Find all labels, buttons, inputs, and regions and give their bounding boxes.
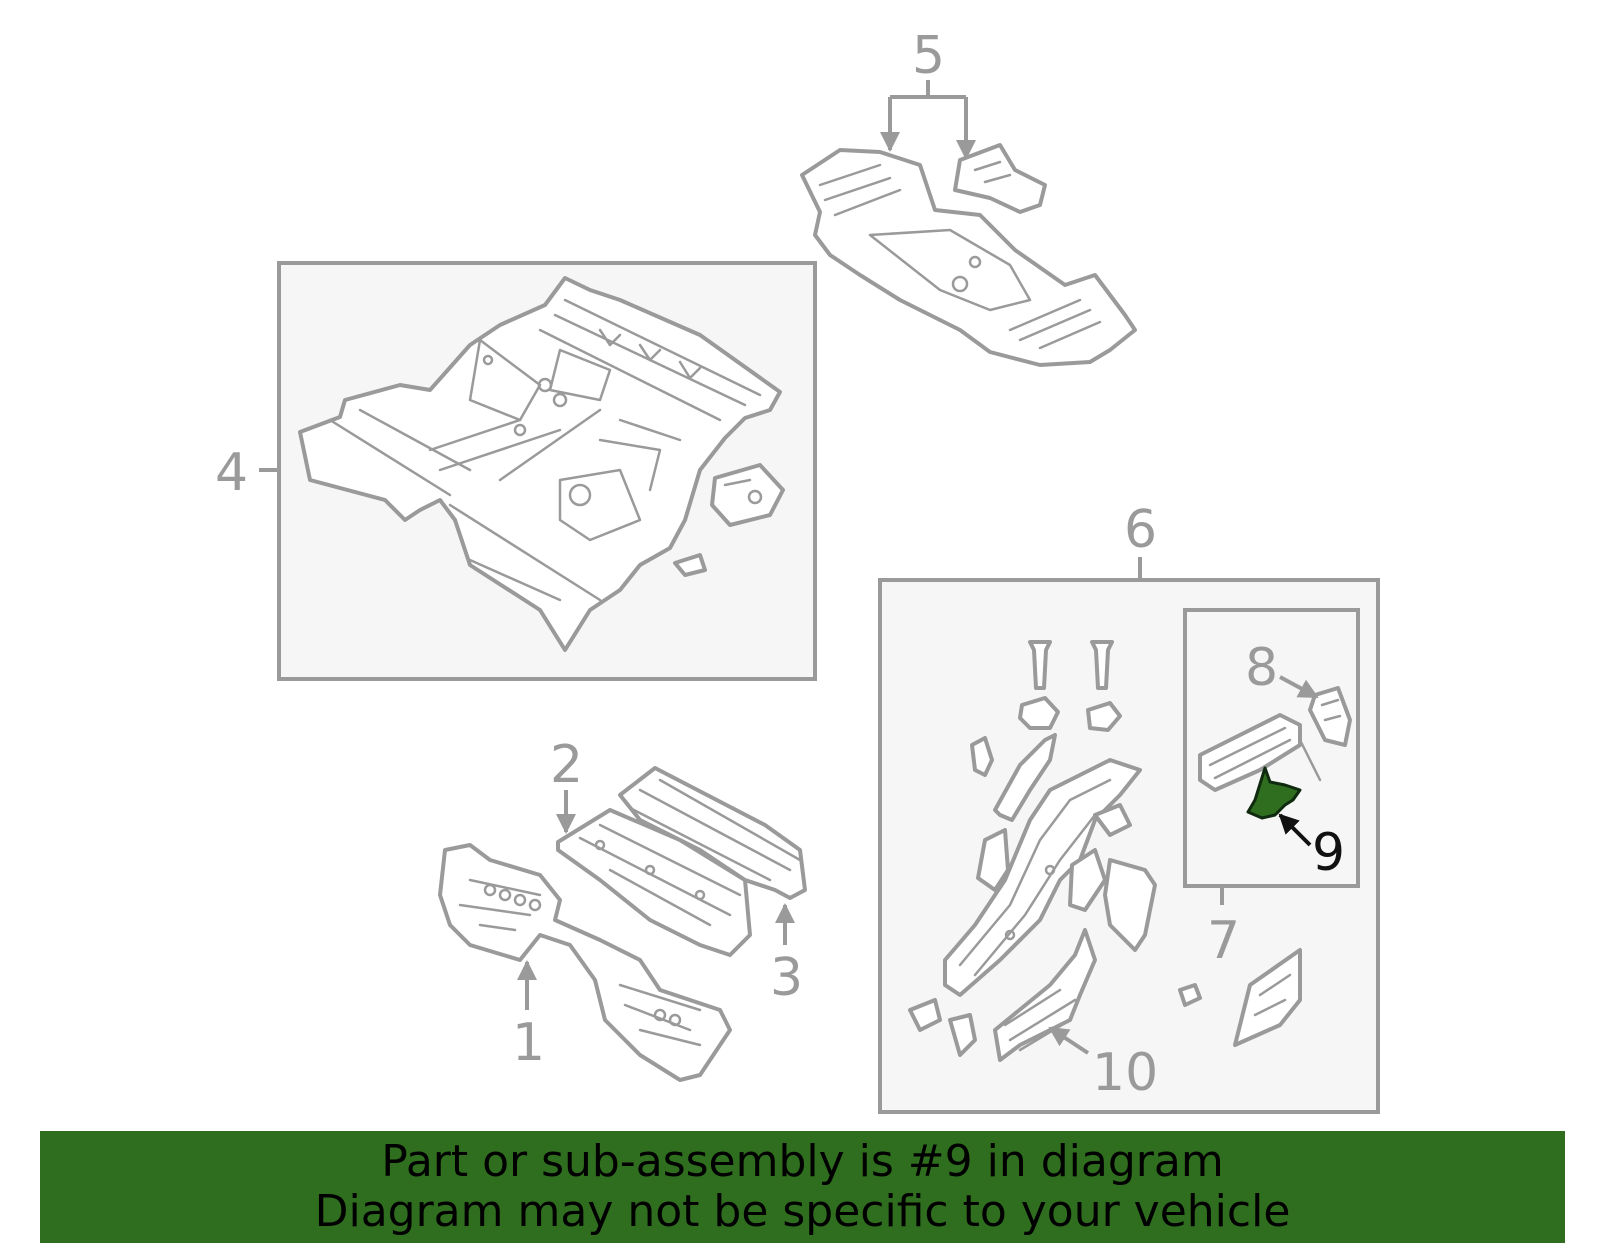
part-10-extension[interactable] — [993, 928, 1097, 1062]
callout-9-label: 9 — [1312, 823, 1345, 883]
callout-7: 7 — [1207, 886, 1240, 971]
rear-rail-lower-panel[interactable] — [1233, 948, 1302, 1047]
rear-rail-small-brackets[interactable] — [908, 803, 1202, 1057]
callout-1-label: 1 — [512, 1013, 545, 1073]
rear-floor-pan-part[interactable] — [800, 148, 1137, 367]
callout-10: 10 — [1048, 1026, 1158, 1103]
part-9-highlighted[interactable] — [1246, 766, 1302, 820]
callout-3-label: 3 — [770, 948, 803, 1008]
callout-4: 4 — [215, 443, 279, 503]
rear-rail-upper-part[interactable] — [970, 733, 1057, 822]
sub-assembly-7 — [1183, 608, 1360, 888]
callout-9: 9 — [1278, 813, 1345, 883]
callout-8: 8 — [1245, 638, 1319, 699]
banner-part-line: Part or sub-assembly is #9 in diagram — [381, 1136, 1224, 1187]
part-3-crossmember[interactable] — [618, 766, 807, 900]
info-banner: Part or sub-assembly is #9 in diagram Di… — [40, 1131, 1565, 1243]
callout-6: 6 — [1124, 500, 1157, 580]
banner-disclaimer-line: Diagram may not be specific to your vehi… — [314, 1186, 1291, 1237]
part-9-shape[interactable] — [1246, 766, 1302, 820]
callout-3: 3 — [770, 903, 803, 1008]
rear-rail-bolts[interactable] — [1018, 640, 1122, 732]
callout-6-label: 6 — [1124, 500, 1157, 560]
rear-rail-main-part[interactable] — [943, 758, 1142, 997]
part-7-rail-end[interactable] — [1198, 713, 1322, 792]
callout-2: 2 — [550, 735, 583, 834]
callout-7-label: 7 — [1207, 911, 1240, 971]
callout-8-label: 8 — [1245, 638, 1278, 698]
rear-rail-group — [878, 578, 1380, 1114]
callout-4-label: 4 — [215, 443, 248, 503]
callout-10-label: 10 — [1092, 1043, 1158, 1103]
floor-pan-clip[interactable] — [673, 553, 707, 577]
part-1-rail[interactable] — [438, 843, 732, 1082]
floor-pan-bracket[interactable] — [710, 463, 785, 527]
callout-5-label: 5 — [912, 26, 945, 86]
part-8-bracket[interactable] — [1308, 686, 1352, 747]
callout-2-label: 2 — [550, 735, 583, 795]
callout-5: 5 — [880, 26, 976, 160]
rear-floor-group — [800, 143, 1137, 367]
rear-floor-bracket[interactable] — [953, 143, 1047, 214]
floor-pan-group — [277, 261, 817, 681]
callout-1: 1 — [512, 960, 545, 1073]
floor-pan-part[interactable] — [298, 276, 782, 652]
